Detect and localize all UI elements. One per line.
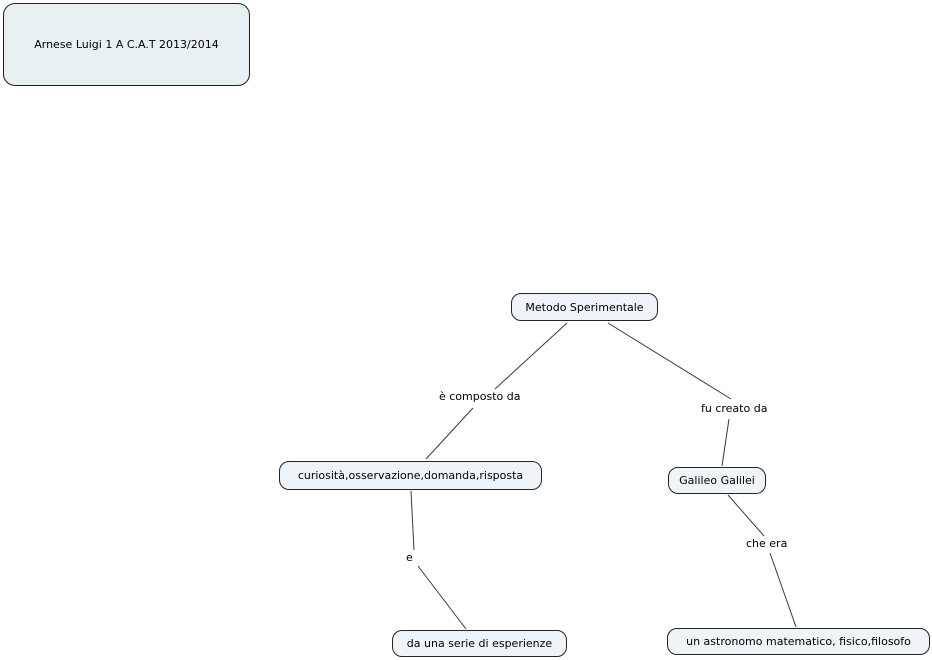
link-label-e-composto-da[interactable]: è composto da	[438, 390, 522, 403]
concept-node-metodo-sperimentale[interactable]: Metodo Sperimentale	[511, 293, 658, 321]
connector-line	[425, 407, 474, 460]
connector-line	[494, 322, 568, 390]
concept-node-galileo-galilei[interactable]: Galileo Galilei	[668, 467, 766, 494]
link-label-fu-creato-da[interactable]: fu creato da	[700, 402, 769, 415]
author-title-box[interactable]: Arnese Luigi 1 A C.A.T 2013/2014	[3, 3, 250, 86]
connector-line	[727, 494, 765, 537]
concept-node-curiosita-osservazione[interactable]: curiosità,osservazione,domanda,risposta	[279, 461, 542, 490]
connector-line	[417, 565, 467, 630]
connector-line	[410, 490, 415, 551]
concept-node-serie-di-esperienze[interactable]: da una serie di esperienze	[392, 630, 567, 657]
concept-node-astronomo-matematico[interactable]: un astronomo matematico, fisico,filosofo	[667, 628, 930, 655]
link-label-che-era[interactable]: che era	[745, 537, 789, 550]
connector-line	[721, 418, 730, 467]
link-label-e[interactable]: e	[405, 551, 414, 564]
connector-line	[769, 552, 797, 628]
connector-line	[607, 322, 732, 400]
